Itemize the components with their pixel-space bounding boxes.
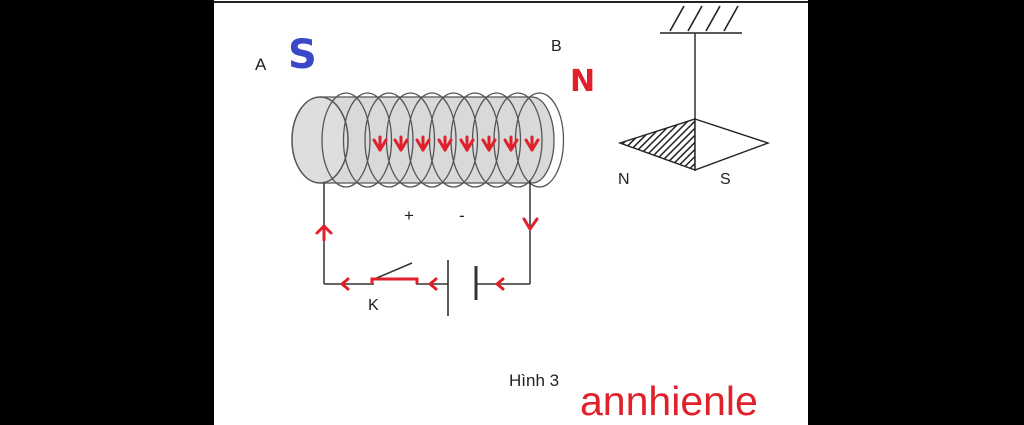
figure-caption: Hình 3	[509, 371, 559, 390]
switch-contact-red	[370, 277, 419, 284]
solenoid-left-face	[291, 96, 349, 184]
switch-blade	[371, 262, 413, 281]
needle-south-half	[694, 118, 771, 172]
ceiling-hatch	[669, 5, 739, 32]
coil-turn-3	[364, 92, 414, 188]
end-b-label: B	[551, 38, 562, 55]
current-arrows	[315, 135, 540, 291]
coil-turn-2	[342, 92, 393, 188]
left-arrow-1	[340, 277, 350, 291]
electromagnet-diagram: A B S N + - K N S Hình 3 annhienle	[214, 1, 808, 424]
down-arrow-right-wire	[522, 217, 539, 231]
solenoid	[291, 92, 565, 188]
magnetic-needle-assembly	[617, 5, 771, 172]
needle-right-label: S	[720, 171, 731, 188]
pole-a-annotation: S	[288, 32, 317, 78]
minus-label: -	[459, 206, 465, 225]
left-arrow-3	[495, 277, 505, 291]
signature: annhienle	[580, 378, 758, 424]
plus-label: +	[404, 206, 414, 225]
circuit	[323, 180, 531, 316]
switch-label: K	[368, 297, 379, 314]
pole-b-annotation: N	[570, 64, 595, 99]
left-arrow-2	[428, 277, 438, 291]
needle-left-label: N	[618, 171, 630, 188]
needle-north-half	[617, 118, 696, 171]
figure-panel: A B S N + - K N S Hình 3 annhienle	[214, 0, 808, 425]
coil-turn-1	[321, 92, 371, 188]
solenoid-body	[320, 96, 555, 184]
end-a-label: A	[255, 55, 267, 74]
